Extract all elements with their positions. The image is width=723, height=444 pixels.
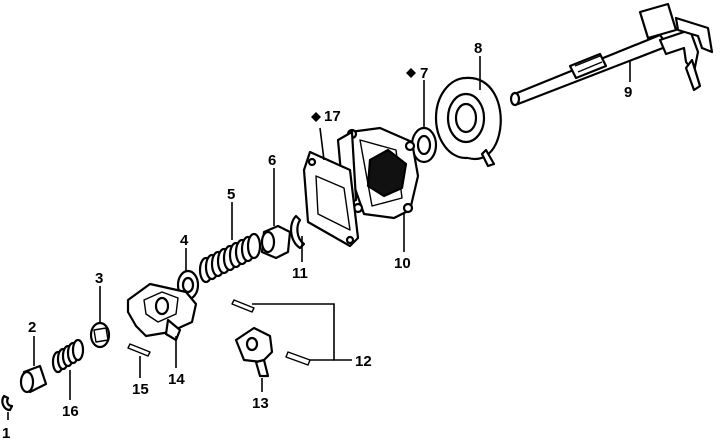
callout-10: 10 (394, 255, 411, 272)
part-1-circlip (1, 394, 14, 412)
callout-14: 14 (168, 371, 185, 388)
part-10-housing (336, 126, 420, 220)
part-9-shift-shaft (509, 2, 714, 107)
part-5-spring (198, 232, 262, 284)
callout-13: 13 (252, 395, 269, 412)
part-14-shift-block (126, 282, 198, 342)
part-3-cam (89, 321, 111, 349)
callout-1: 1 (2, 425, 10, 442)
part-17-gasket (302, 150, 360, 248)
callout-9: 9 (624, 84, 632, 101)
callout-8: 8 (474, 40, 482, 57)
callout-7-marker (406, 68, 416, 78)
part-12-spring-pins (231, 299, 311, 366)
part-15-pin (127, 343, 151, 357)
part-2-cap (19, 364, 48, 394)
part-11-snap-ring (290, 214, 306, 250)
part-8-bearing-cover (434, 76, 502, 168)
callout-12: 12 (355, 353, 372, 370)
callout-17: 17 (324, 108, 341, 125)
leader-lines (7, 56, 631, 420)
callout-4: 4 (180, 232, 189, 249)
callout-11: 11 (292, 265, 308, 282)
callout-15: 15 (132, 381, 149, 398)
part-13-shift-lever (234, 326, 274, 378)
part-6-bushing (260, 224, 292, 260)
callout-2: 2 (28, 319, 36, 336)
callout-5: 5 (227, 186, 235, 203)
callout-6: 6 (268, 152, 276, 169)
part-16-small-spring (51, 338, 85, 374)
callout-16: 16 (62, 403, 79, 420)
callout-7: 7 (420, 65, 428, 82)
callout-3: 3 (95, 270, 103, 287)
callout-17-marker (311, 112, 321, 122)
